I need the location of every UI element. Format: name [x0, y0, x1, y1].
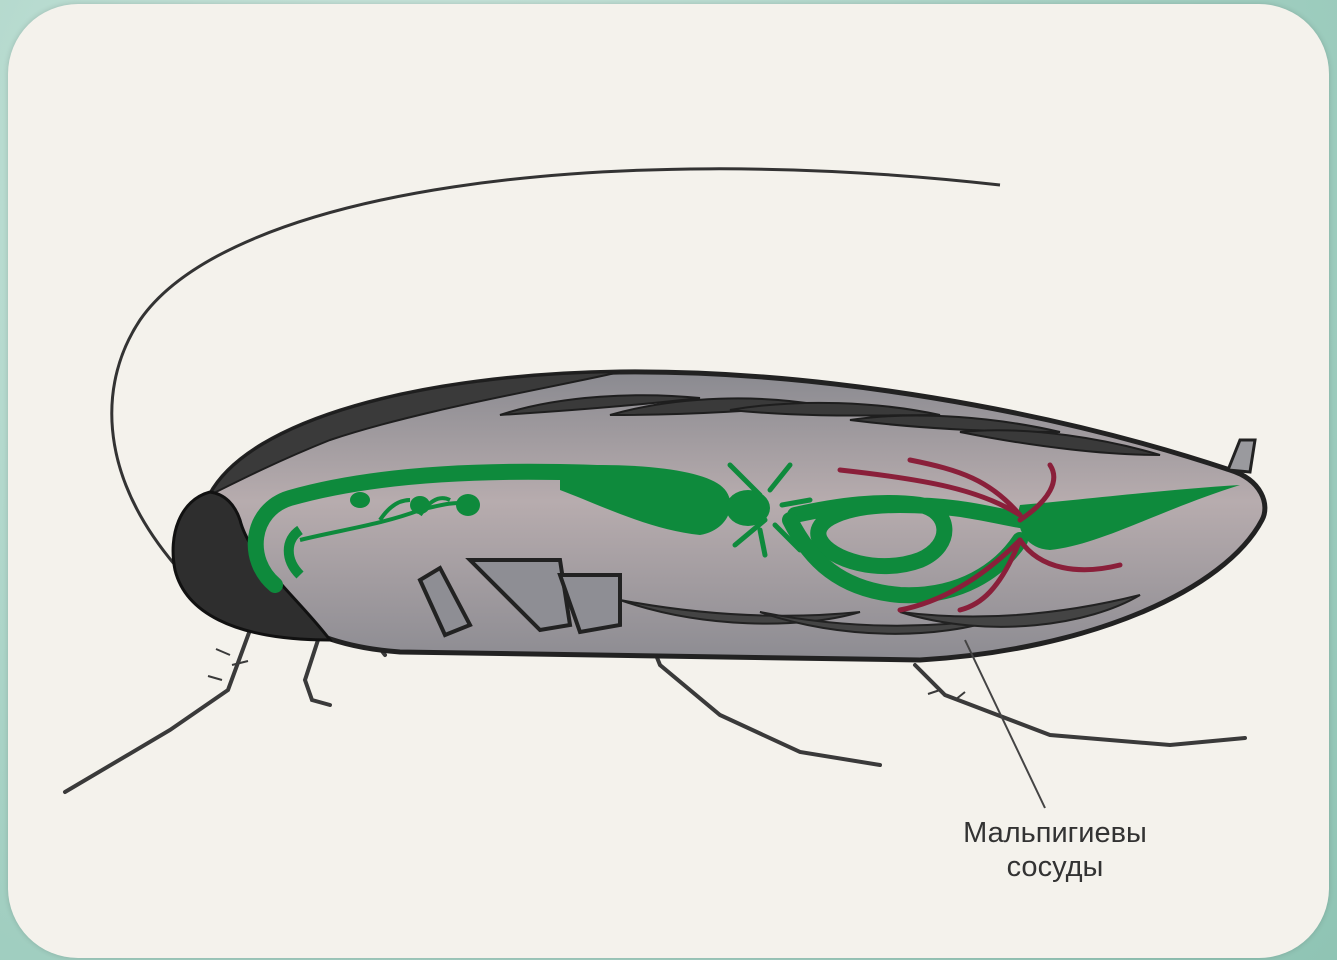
cercus	[1228, 440, 1255, 472]
leg-front-right	[305, 640, 330, 705]
cockroach-anatomy-illustration	[8, 4, 1329, 958]
label-pointer-line	[965, 640, 1045, 808]
label-line-1: Мальпигиевы	[920, 816, 1190, 850]
label-line-2: сосуды	[920, 850, 1190, 884]
leg-hind	[915, 665, 1245, 745]
leg-front-left	[65, 630, 250, 792]
diagram-card: Мальпигиевы сосуды	[8, 4, 1329, 958]
malpighian-tubules-label: Мальпигиевы сосуды	[920, 816, 1190, 884]
